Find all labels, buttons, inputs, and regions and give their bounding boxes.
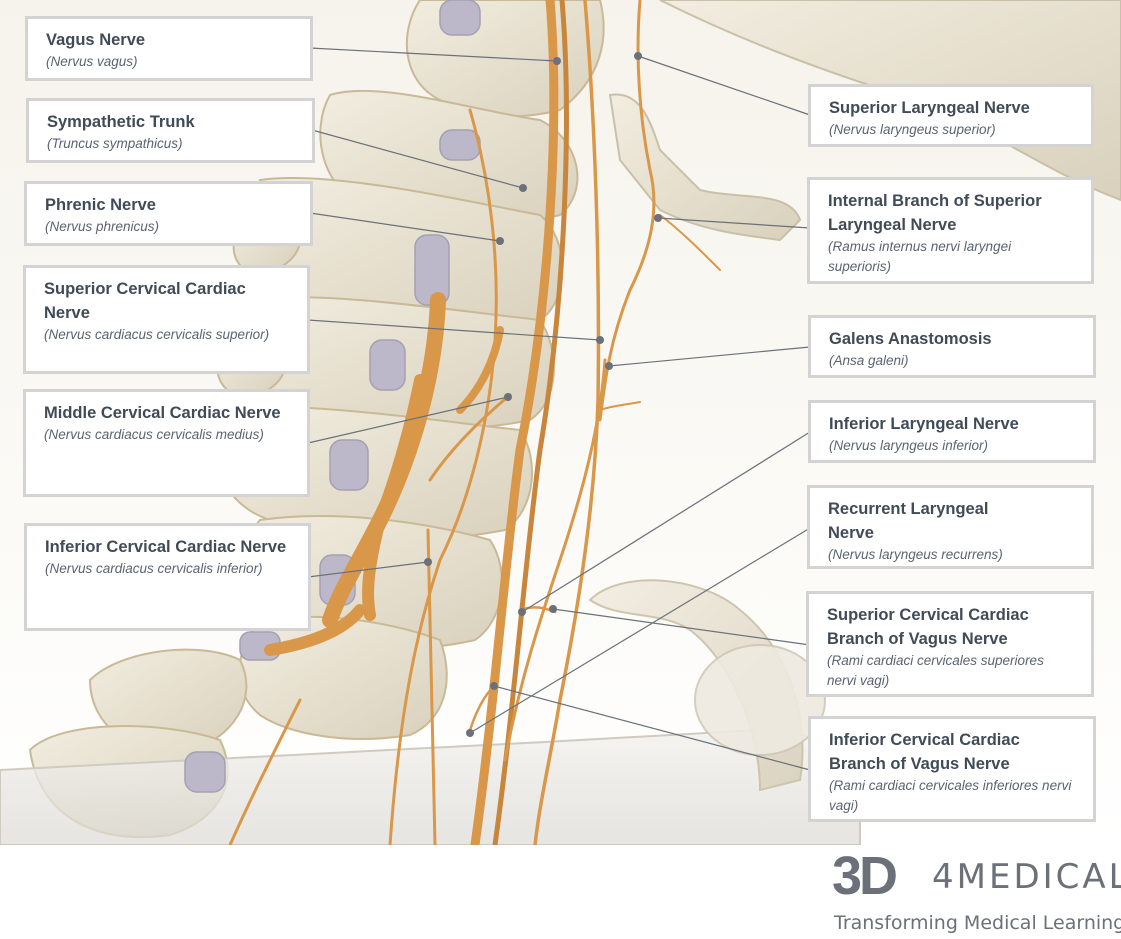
- brand-logo: 3D 4MEDICAL Transforming Medical Learnin…: [832, 845, 1121, 939]
- label-latin: (Nervus cardiacus cervicalis medius): [44, 427, 264, 442]
- label-name: Superior Cervical Cardiac Nerve: [44, 280, 246, 322]
- label-latin: (Nervus laryngeus inferior): [829, 438, 989, 453]
- label-name: Inferior Cervical Cardiac Branch of Vagu…: [829, 731, 1020, 773]
- label-name: Middle Cervical Cardiac Nerve: [44, 404, 281, 422]
- vertebral-artery: [184, 0, 481, 793]
- logo-mark: 3D: [832, 846, 898, 906]
- first-rib: [588, 579, 804, 792]
- label-name: Galens Anastomosis: [829, 330, 992, 348]
- label-sympathetic-trunk: Sympathetic Trunk (Truncus sympathicus): [26, 98, 315, 163]
- label-latin: (Rami cardiaci cervicales superiores ner…: [827, 653, 1044, 688]
- label-latin: (Nervus phrenicus): [45, 219, 160, 234]
- label-name: Vagus Nerve: [46, 31, 146, 49]
- sternal-end: [694, 644, 826, 756]
- logo-tagline: Transforming Medical Learning: [834, 912, 1121, 934]
- label-latin: (Ansa galeni): [829, 353, 909, 368]
- label-name: Inferior Cervical Cardiac Nerve: [45, 538, 287, 556]
- label-superior-cervical-cardiac-branch-vagus: Superior Cervical Cardiac Branch of Vagu…: [806, 591, 1094, 697]
- label-middle-cervical-cardiac-nerve: Middle Cervical Cardiac Nerve (Nervus ca…: [23, 389, 310, 497]
- label-phrenic-nerve: Phrenic Nerve (Nervus phrenicus): [24, 181, 313, 246]
- label-name: Superior Cervical Cardiac Branch of Vagu…: [827, 606, 1029, 648]
- label-name: Inferior Laryngeal Nerve: [829, 415, 1019, 433]
- label-inferior-cervical-cardiac-nerve: Inferior Cervical Cardiac Nerve (Nervus …: [24, 523, 311, 631]
- label-inferior-laryngeal-nerve: Inferior Laryngeal Nerve (Nervus larynge…: [808, 400, 1096, 463]
- label-inferior-cervical-cardiac-branch-vagus: Inferior Cervical Cardiac Branch of Vagu…: [808, 716, 1096, 822]
- label-latin: (Nervus cardiacus cervicalis superior): [44, 327, 270, 342]
- logo-wordmark: 4MEDICAL: [932, 857, 1121, 897]
- label-latin: (Nervus laryngeus superior): [829, 122, 996, 137]
- label-latin: (Nervus cardiacus cervicalis inferior): [45, 561, 263, 576]
- label-name: Recurrent Laryngeal Nerve: [828, 500, 989, 542]
- label-name: Phrenic Nerve: [45, 196, 156, 214]
- leader-dots: [424, 52, 662, 737]
- label-name: Sympathetic Trunk: [47, 113, 195, 131]
- label-latin: (Truncus sympathicus): [47, 136, 183, 151]
- label-superior-laryngeal-nerve: Superior Laryngeal Nerve (Nervus larynge…: [808, 84, 1094, 147]
- label-latin: (Nervus vagus): [46, 54, 138, 69]
- nerves: [228, 0, 721, 845]
- leader-lines: [307, 47, 811, 771]
- hyoid-bone: [608, 93, 802, 242]
- label-latin: (Ramus internus nervi laryngei superiori…: [828, 239, 1012, 274]
- label-superior-cervical-cardiac-nerve: Superior Cervical Cardiac Nerve (Nervus …: [23, 265, 310, 374]
- label-latin: (Rami cardiaci cervicales inferiores ner…: [829, 778, 1072, 813]
- label-recurrent-laryngeal-nerve: Recurrent Laryngeal Nerve (Nervus laryng…: [807, 485, 1094, 569]
- label-name: Superior Laryngeal Nerve: [829, 99, 1030, 117]
- label-vagus-nerve: Vagus Nerve (Nervus vagus): [25, 16, 313, 81]
- label-name: Internal Branch of Superior Laryngeal Ne…: [828, 192, 1042, 234]
- label-internal-branch-superior-laryngeal: Internal Branch of Superior Laryngeal Ne…: [807, 177, 1094, 284]
- label-latin: (Nervus laryngeus recurrens): [828, 547, 1003, 562]
- label-galens-anastomosis: Galens Anastomosis (Ansa galeni): [808, 315, 1096, 378]
